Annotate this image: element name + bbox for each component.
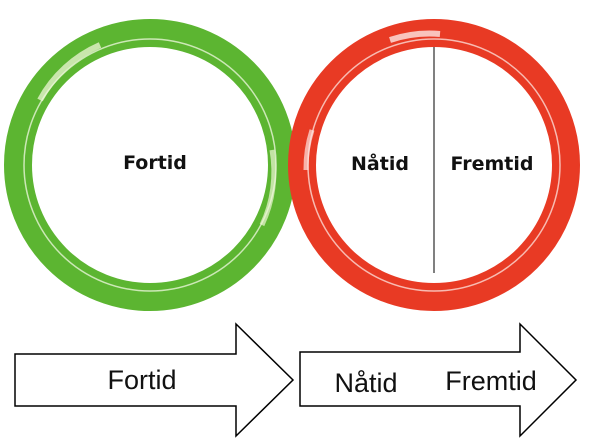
past-ring-highlight — [37, 42, 102, 102]
past-arrow: Fortid — [14, 322, 295, 438]
present-ring-label: Nåtid — [351, 151, 409, 175]
past-ring-band — [4, 19, 296, 311]
present-future-ring-highlight — [389, 30, 441, 43]
past-arrow-label: Fortid — [107, 365, 176, 395]
past-ring-label: Fortid — [123, 152, 187, 174]
present-future-ring: Nåtid Fremtid — [288, 19, 580, 311]
future-ring-label: Fremtid — [450, 153, 533, 175]
present-future-arrow: Nåtid Fremtid — [299, 322, 578, 438]
present-future-ring-highlight-left — [303, 129, 315, 171]
present-arrow-label: Nåtid — [334, 368, 397, 398]
past-ring-highlight-right — [259, 149, 277, 227]
past-arrow-shape — [14, 322, 295, 438]
past-ring: Fortid — [4, 19, 296, 311]
present-future-arrow-shape — [299, 322, 578, 438]
future-arrow-label: Fremtid — [445, 366, 537, 396]
